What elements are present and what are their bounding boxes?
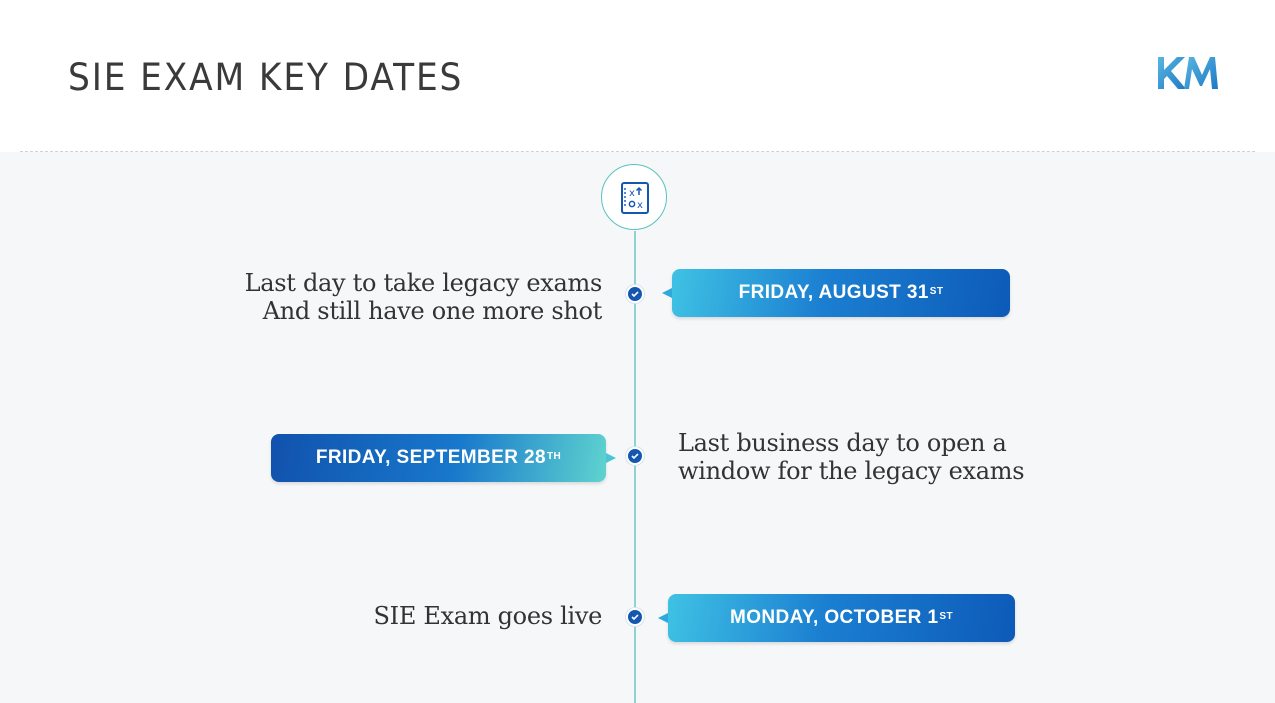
event-1-description: Last day to take legacy exams And still … [244, 269, 603, 325]
date-label: MONDAY, OCTOBER 1 [729, 607, 939, 628]
description-line: Last day to take legacy exams [244, 269, 603, 297]
date-label: FRIDAY, AUGUST 31 [738, 282, 929, 303]
event-3-description: SIE Exam goes live [374, 602, 603, 630]
description-line: window for the legacy exams [678, 457, 1025, 485]
header-divider [20, 151, 1255, 152]
event-1-check-icon [626, 285, 644, 303]
date-suffix: ST [939, 610, 954, 622]
date-label: FRIDAY, SEPTEMBER 28 [315, 447, 546, 468]
svg-text:x: x [637, 200, 643, 211]
event-2-description: Last business day to open a window for t… [678, 429, 1025, 485]
date-suffix: TH [546, 450, 562, 462]
page-title: SIE EXAM KEY DATES [68, 56, 464, 99]
exam-clipboard-icon: x x [601, 164, 667, 230]
km-logo [1158, 57, 1218, 89]
badge-pointer [606, 453, 616, 463]
description-line: And still have one more shot [262, 297, 603, 325]
description-line: SIE Exam goes live [373, 602, 603, 630]
badge-pointer [658, 613, 668, 623]
date-suffix: ST [929, 285, 944, 297]
badge-pointer [662, 288, 672, 298]
description-line: Last business day to open a [678, 429, 1007, 457]
slide-header: SIE EXAM KEY DATES [0, 0, 1275, 150]
event-2-check-icon [626, 447, 644, 465]
timeline-line [634, 231, 636, 703]
event-3-check-icon [626, 608, 644, 626]
svg-text:x: x [629, 188, 635, 199]
